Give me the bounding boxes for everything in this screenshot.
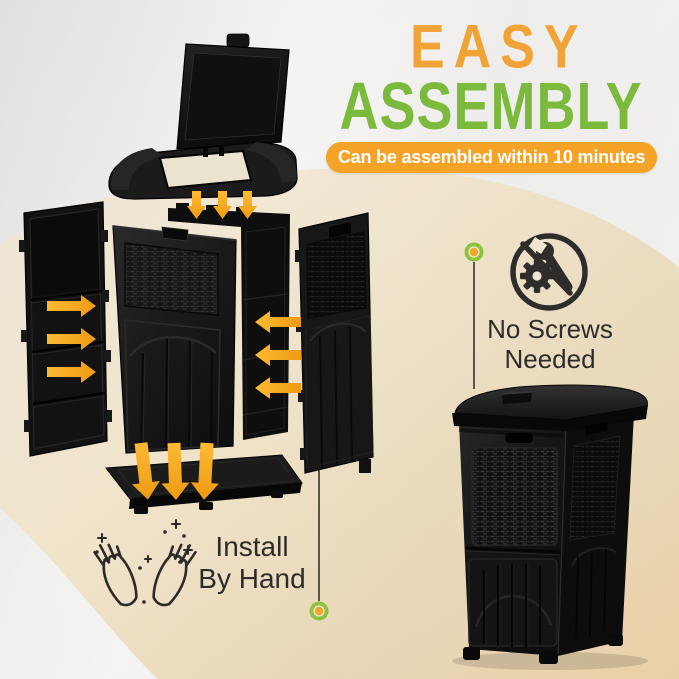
arrows-body-to-base xyxy=(131,442,219,500)
install-by-hand-label: Install By Hand xyxy=(190,531,314,595)
hands-icon xyxy=(92,512,198,610)
connector-no-screws xyxy=(464,242,484,389)
lid-part xyxy=(108,33,298,200)
assembled-trash-can xyxy=(452,384,648,670)
wrench-glyph xyxy=(529,237,573,292)
sparkle-dots xyxy=(95,530,186,604)
no-screws-line-1: No Screws xyxy=(487,314,613,344)
no-screws-icon xyxy=(504,227,594,317)
install-line-2: By Hand xyxy=(198,563,306,594)
title-line-2: ASSEMBLY xyxy=(339,69,643,144)
no-screws-label: No Screws Needed xyxy=(450,314,650,374)
arrows-lid-to-body xyxy=(187,191,257,219)
arrows-left-panel-to-body xyxy=(47,295,96,383)
connector-install xyxy=(309,470,329,621)
front-panel-part xyxy=(112,225,237,454)
left-side-panel-part xyxy=(19,201,112,457)
sparkles xyxy=(97,519,193,563)
exploded-assembly-diagram xyxy=(19,33,374,514)
no-screws-line-2: Needed xyxy=(504,344,596,374)
right-side-panel-part xyxy=(295,212,374,474)
banner-pill: Can be assembled within 10 minutes xyxy=(326,142,657,173)
title-line-1: EASY xyxy=(410,13,588,82)
install-line-1: Install xyxy=(215,531,289,562)
arrows-right-panel-to-body xyxy=(255,311,301,399)
